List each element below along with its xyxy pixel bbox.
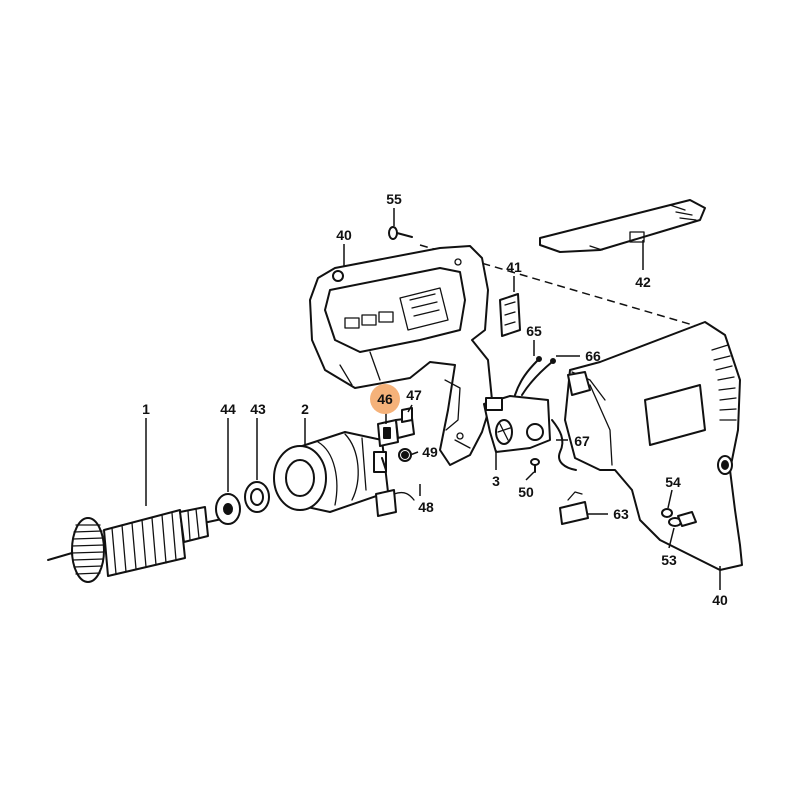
label-part-44[interactable]: 44 bbox=[220, 401, 236, 417]
leader-lines bbox=[145, 208, 721, 590]
screw-54-53-shape bbox=[661, 508, 697, 527]
brush-48-shape bbox=[375, 457, 415, 517]
label-part-53[interactable]: 53 bbox=[661, 552, 677, 568]
label-part-63[interactable]: 63 bbox=[613, 506, 629, 522]
label-part-67[interactable]: 67 bbox=[574, 433, 590, 449]
plate-41-shape bbox=[499, 293, 521, 337]
label-part-49[interactable]: 49 bbox=[422, 444, 438, 460]
label-part-2[interactable]: 2 bbox=[301, 401, 309, 417]
label-part-66[interactable]: 66 bbox=[585, 348, 601, 364]
screw-50-shape bbox=[530, 458, 540, 473]
label-part-50[interactable]: 50 bbox=[518, 484, 534, 500]
label-part-43[interactable]: 43 bbox=[250, 401, 266, 417]
brush-holder-shape bbox=[377, 407, 415, 447]
label-part-55[interactable]: 55 bbox=[386, 191, 402, 207]
armature-shape bbox=[47, 506, 223, 583]
label-part-3[interactable]: 3 bbox=[492, 473, 500, 489]
label-part-46[interactable]: 46 bbox=[377, 391, 393, 407]
part-63-shape bbox=[559, 491, 589, 525]
label-part-1[interactable]: 1 bbox=[142, 401, 150, 417]
assembly-axis-line bbox=[419, 244, 711, 331]
label-part-42[interactable]: 42 bbox=[635, 274, 651, 290]
wires-65-66-shape bbox=[514, 356, 556, 396]
housing-half-left-shape bbox=[309, 245, 493, 466]
housing-half-right-shape bbox=[564, 321, 743, 571]
label-part-48[interactable]: 48 bbox=[418, 499, 434, 515]
cover-plate-42-shape bbox=[539, 199, 706, 253]
highlight-badge[interactable] bbox=[370, 384, 400, 414]
label-part-41[interactable]: 41 bbox=[506, 259, 522, 275]
spring-49-shape bbox=[398, 448, 412, 462]
label-part-47[interactable]: 47 bbox=[406, 387, 422, 403]
label-part-65[interactable]: 65 bbox=[526, 323, 542, 339]
ring-43-shape bbox=[244, 481, 270, 513]
label-part-54[interactable]: 54 bbox=[665, 474, 681, 490]
label-part-40-bottom[interactable]: 40 bbox=[712, 592, 728, 608]
screw-55-shape bbox=[388, 226, 413, 240]
switch-3-shape bbox=[483, 395, 551, 453]
label-part-40-top[interactable]: 40 bbox=[336, 227, 352, 243]
field-stator-shape bbox=[273, 431, 389, 513]
bearing-44-shape bbox=[215, 493, 241, 525]
wire-67-shape bbox=[551, 419, 577, 471]
